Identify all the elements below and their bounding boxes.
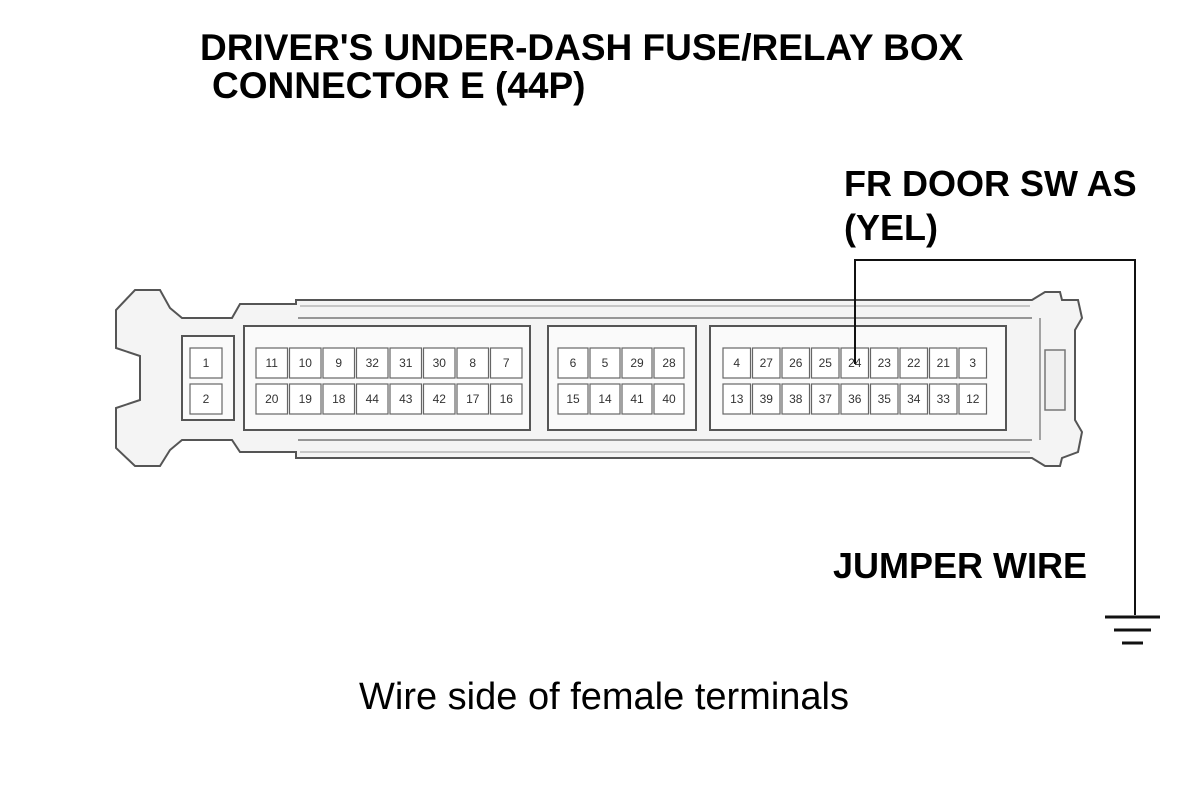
- terminal-number: 6: [570, 356, 577, 370]
- terminal-33: 33: [928, 383, 958, 415]
- title-line-2: CONNECTOR E (44P): [212, 65, 586, 106]
- terminal-36: 36: [840, 383, 870, 415]
- terminal-38: 38: [781, 383, 811, 415]
- terminal-number: 21: [937, 356, 951, 370]
- terminal-3: 3: [958, 347, 988, 379]
- terminal-21: 21: [928, 347, 958, 379]
- terminal-number: 34: [907, 392, 921, 406]
- terminal-number: 17: [466, 392, 480, 406]
- terminal-19: 19: [288, 383, 322, 415]
- terminal-number: 4: [733, 356, 740, 370]
- terminal-10: 10: [288, 347, 322, 379]
- terminal-14: 14: [589, 383, 621, 415]
- terminal-41: 41: [621, 383, 653, 415]
- terminal-30: 30: [422, 347, 456, 379]
- terminal-number: 3: [969, 356, 976, 370]
- terminal-7: 7: [489, 347, 523, 379]
- terminal-34: 34: [899, 383, 929, 415]
- terminal-40: 40: [653, 383, 685, 415]
- terminal-13: 13: [722, 383, 752, 415]
- terminal-44: 44: [355, 383, 389, 415]
- terminal-32: 32: [355, 347, 389, 379]
- terminal-number: 30: [433, 356, 447, 370]
- terminal-29: 29: [621, 347, 653, 379]
- terminal-number: 28: [662, 356, 676, 370]
- terminal-number: 29: [630, 356, 644, 370]
- terminal-number: 44: [366, 392, 380, 406]
- terminal-number: 39: [760, 392, 774, 406]
- terminal-number: 32: [366, 356, 380, 370]
- terminal-31: 31: [389, 347, 423, 379]
- wire-label: FR DOOR SW AS: [844, 163, 1137, 204]
- terminal-28: 28: [653, 347, 685, 379]
- terminal-number: 36: [848, 392, 862, 406]
- terminal-25: 25: [810, 347, 840, 379]
- terminal-number: 41: [630, 392, 644, 406]
- jumper-wire-label: JUMPER WIRE: [833, 545, 1088, 586]
- terminal-number: 33: [937, 392, 951, 406]
- terminal-16: 16: [489, 383, 523, 415]
- terminal-number: 37: [819, 392, 833, 406]
- title-line-1: DRIVER'S UNDER-DASH FUSE/RELAY BOX: [200, 27, 964, 68]
- terminal-number: 14: [598, 392, 612, 406]
- terminal-number: 35: [878, 392, 892, 406]
- terminal-35: 35: [869, 383, 899, 415]
- terminal-23: 23: [869, 347, 899, 379]
- terminal-number: 13: [730, 392, 744, 406]
- caption: Wire side of female terminals: [359, 676, 849, 718]
- terminal-2: 2: [189, 383, 223, 415]
- terminal-number: 18: [332, 392, 346, 406]
- terminal-17: 17: [456, 383, 490, 415]
- terminal-number: 38: [789, 392, 803, 406]
- terminal-number: 42: [433, 392, 447, 406]
- terminal-26: 26: [781, 347, 811, 379]
- jumper-wire: [854, 259, 1160, 645]
- terminal-5: 5: [589, 347, 621, 379]
- terminal-number: 26: [789, 356, 803, 370]
- terminal-number: 27: [760, 356, 774, 370]
- terminal-8: 8: [456, 347, 490, 379]
- terminal-number: 10: [299, 356, 313, 370]
- terminal-number: 11: [266, 356, 279, 370]
- terminal-number: 43: [399, 392, 413, 406]
- terminal-42: 42: [422, 383, 456, 415]
- terminal-number: 16: [500, 392, 514, 406]
- terminal-number: 20: [265, 392, 279, 406]
- terminal-22: 22: [899, 347, 929, 379]
- terminal-number: 2: [203, 392, 210, 406]
- terminal-18: 18: [322, 383, 356, 415]
- terminal-number: 1: [203, 356, 210, 370]
- terminal-27: 27: [751, 347, 781, 379]
- terminal-4: 4: [722, 347, 752, 379]
- terminal-6: 6: [557, 347, 589, 379]
- terminal-43: 43: [389, 383, 423, 415]
- terminal-number: 40: [662, 392, 676, 406]
- terminal-number: 5: [602, 356, 609, 370]
- terminal-15: 15: [557, 383, 589, 415]
- terminal-number: 12: [966, 392, 980, 406]
- terminal-number: 7: [503, 356, 510, 370]
- terminal-number: 22: [907, 356, 921, 370]
- terminal-number: 8: [469, 356, 476, 370]
- terminal-1: 1: [189, 347, 223, 379]
- terminal-12: 12: [958, 383, 988, 415]
- terminal-37: 37: [810, 383, 840, 415]
- terminal-number: 15: [566, 392, 580, 406]
- terminal-9: 9: [322, 347, 356, 379]
- terminal-number: 9: [335, 356, 342, 370]
- terminal-11: 11: [255, 347, 289, 379]
- terminal-number: 25: [819, 356, 833, 370]
- terminal-number: 23: [878, 356, 892, 370]
- terminal-number: 31: [399, 356, 413, 370]
- terminal-number: 19: [299, 392, 313, 406]
- wire-color-label: (YEL): [844, 207, 938, 248]
- terminal-39: 39: [751, 383, 781, 415]
- terminal-20: 20: [255, 383, 289, 415]
